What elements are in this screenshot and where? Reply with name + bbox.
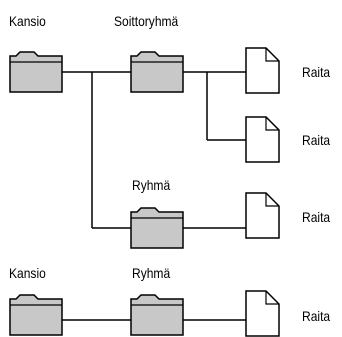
group-folder-label: Soittoryhmä <box>114 13 179 29</box>
folder-icon <box>130 207 184 249</box>
track-label: Raita <box>302 308 331 324</box>
track-label: Raita <box>302 132 331 148</box>
document-icon <box>245 116 280 163</box>
document-icon <box>245 192 280 239</box>
group-folder-label: Ryhmä <box>132 265 171 281</box>
folder-icon <box>9 51 63 93</box>
subgroup-folder-label: Ryhmä <box>132 177 171 193</box>
folder-icon <box>9 294 63 336</box>
top-connector-lines <box>61 71 246 229</box>
document-icon <box>245 290 280 337</box>
folder-icon <box>130 51 184 93</box>
folder-icon <box>130 294 184 336</box>
track-label: Raita <box>302 209 331 225</box>
root-folder-label: Kansio <box>9 265 46 281</box>
document-icon <box>245 47 280 94</box>
root-folder-label: Kansio <box>9 13 46 29</box>
track-label: Raita <box>302 64 331 80</box>
